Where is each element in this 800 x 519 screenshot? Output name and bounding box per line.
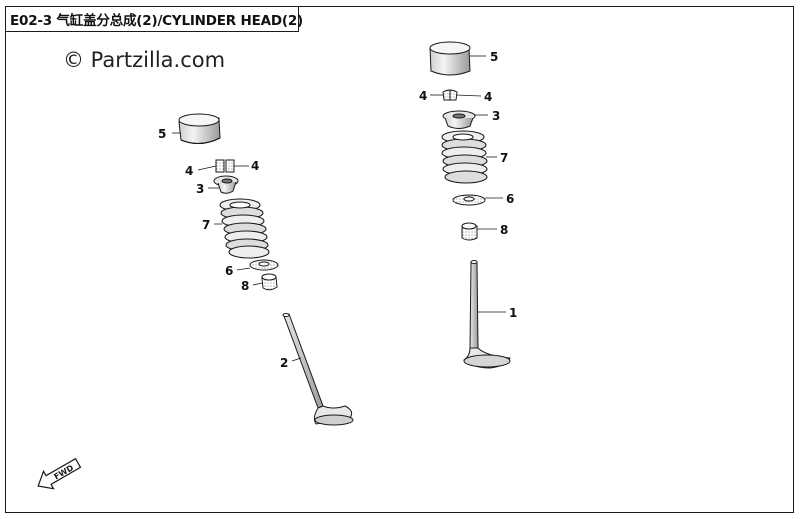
left-valve-assembly	[172, 113, 354, 426]
watermark: © Partzilla.com	[63, 48, 226, 72]
callout-right-spring: 7	[500, 151, 508, 165]
callout-left-spring-seat: 6	[225, 264, 233, 278]
right-spring	[441, 130, 488, 184]
right-valve-assembly	[429, 41, 511, 369]
right-stem-seal	[461, 222, 478, 241]
right-spring-seat	[452, 194, 486, 206]
callout-right-cotter-a: 4	[419, 89, 427, 103]
right-retainer	[442, 110, 476, 129]
callout-left-cotter-b: 4	[251, 159, 259, 173]
callout-left-tappet: 5	[158, 127, 166, 141]
callout-right-cotter-b: 4	[484, 90, 492, 104]
callout-right-tappet: 5	[490, 50, 498, 64]
right-tappet	[429, 41, 471, 76]
left-callouts: 5 4 4 3 7 6 8 2	[158, 127, 288, 370]
callout-left-spring: 7	[202, 218, 210, 232]
callout-right-spring-seat: 6	[506, 192, 514, 206]
right-callouts: 5 4 4 3 7 6 8 1	[419, 50, 517, 320]
callout-right-valve: 1	[509, 306, 517, 320]
right-valve	[463, 260, 511, 369]
left-retainer	[213, 175, 239, 194]
left-valve	[282, 313, 354, 426]
diagram-frame	[5, 6, 794, 513]
left-spring-seat	[249, 259, 279, 271]
callout-left-valve: 2	[280, 356, 288, 370]
left-stem-seal	[261, 273, 278, 291]
callout-right-stem-seal: 8	[500, 223, 508, 237]
title-box	[5, 6, 299, 32]
callout-left-retainer: 3	[196, 182, 204, 196]
callout-left-cotter-a: 4	[185, 164, 193, 178]
right-cotters	[442, 89, 458, 101]
forward-arrow-icon	[37, 457, 82, 490]
diagram-title: E02-3 气缸盖分总成(2)/CYLINDER HEAD(2)	[10, 13, 304, 29]
left-cotters	[215, 159, 235, 173]
forward-direction-indicator: FWD	[37, 457, 82, 490]
left-spring	[219, 198, 270, 259]
callout-right-retainer: 3	[492, 109, 500, 123]
callout-left-stem-seal: 8	[241, 279, 249, 293]
right-leader-lines	[430, 55, 506, 313]
left-leader-lines	[172, 132, 302, 362]
left-tappet	[178, 113, 221, 144]
